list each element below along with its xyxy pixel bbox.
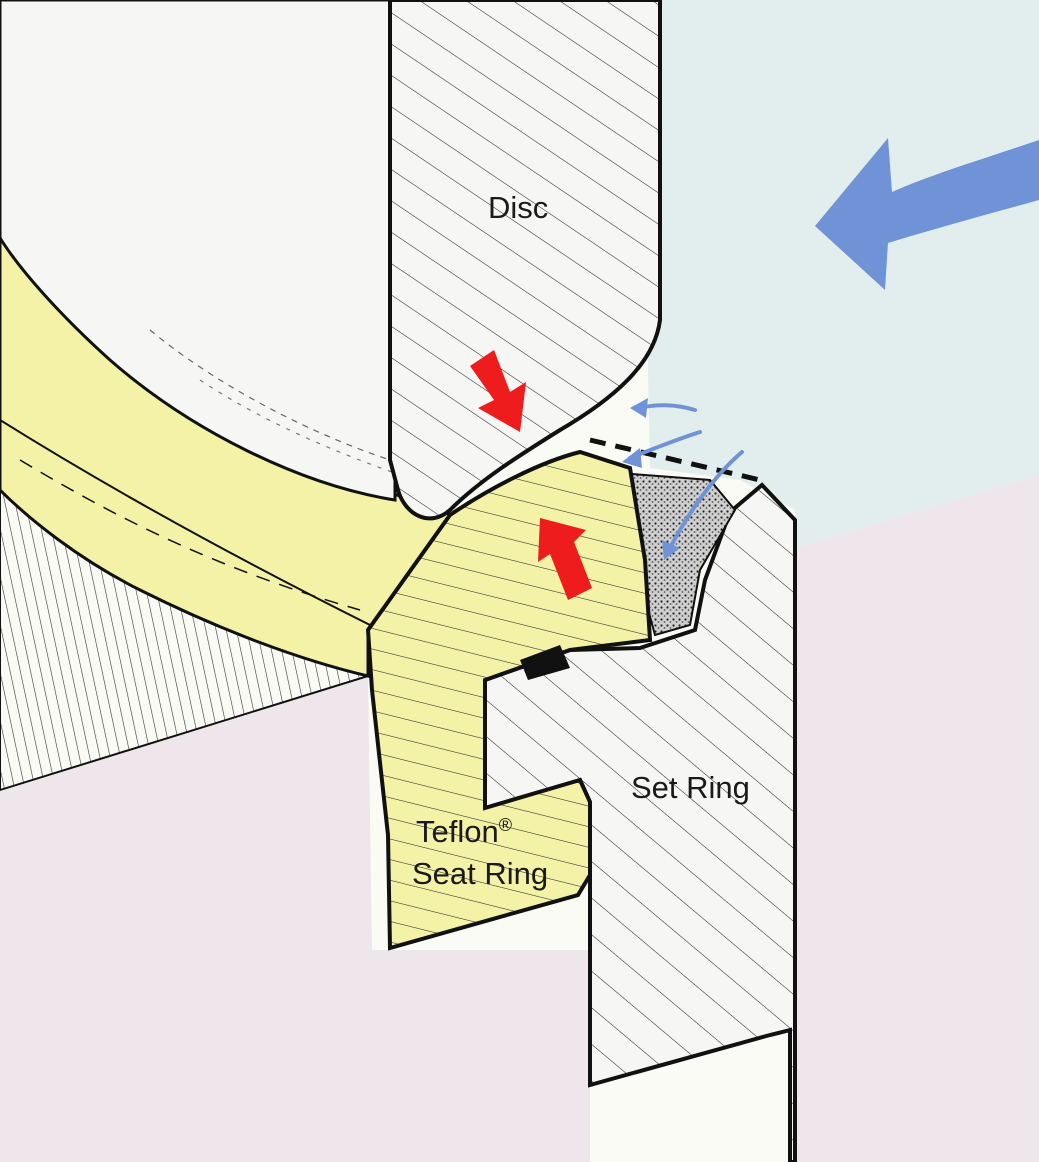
lower-region [0,676,590,1162]
seat-ring-label-line2: Seat Ring [412,856,548,891]
seat-ring-groove-shadow [520,645,570,680]
flow-region [640,0,1039,548]
lower-right-region [795,475,1039,1162]
force-arrow-icon [538,518,592,600]
seal-contact-dashes [589,437,761,483]
disc-face [0,0,397,502]
disc-face-shading [199,379,393,473]
disc-label: Disc [488,190,548,225]
disc-section [388,0,662,521]
seat-ring-label-line1: Teflon® [416,814,512,849]
seat-band-edge-line [0,419,371,626]
registered-mark: ® [499,815,512,835]
seat-band-dash-line [19,459,361,611]
flow-arrow-icon [622,398,680,560]
flow-arrow-icon [815,138,1039,290]
force-arrow-icon [470,350,526,432]
set-ring-label: Set Ring [631,770,750,805]
